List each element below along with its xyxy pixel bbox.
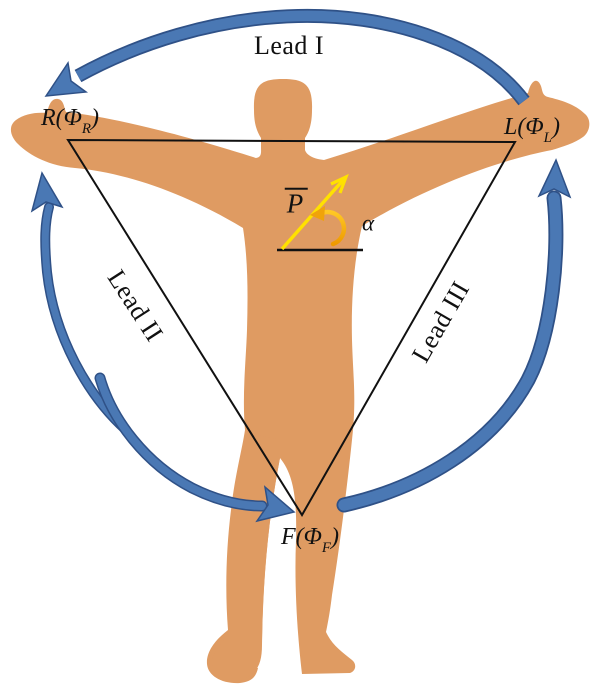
- lead-i-arrowhead-icon: [44, 61, 89, 97]
- lead-ii-arrowhead-icon: [30, 171, 64, 213]
- lead-iii-arrow: [336, 158, 572, 513]
- vector-p-label: P: [284, 187, 308, 219]
- lead-i-arrow: [44, 8, 530, 106]
- lead-ii-up-arrow: [30, 171, 131, 435]
- electrode-label-right-arm: R(ΦR): [40, 105, 100, 138]
- angle-arc-arrowhead-icon: [310, 206, 325, 221]
- bottom-left-arrow: [94, 372, 296, 523]
- bottom-left-arrowhead-icon: [255, 485, 296, 523]
- left-leg-patch: [212, 432, 280, 678]
- lead-i-label: Lead I: [253, 31, 325, 60]
- body-silhouette: [10, 79, 590, 684]
- electrode-label-foot: F(ΦF): [280, 524, 340, 557]
- electrode-label-left-arm: L(ΦL): [504, 114, 560, 147]
- lead-iii-arrowhead-icon: [537, 158, 572, 199]
- einthoven-triangle: [66, 138, 517, 517]
- angle-arc: [319, 209, 347, 247]
- vector-p-arrowhead-icon: [330, 173, 349, 194]
- angle-alpha-label: α: [361, 210, 375, 236]
